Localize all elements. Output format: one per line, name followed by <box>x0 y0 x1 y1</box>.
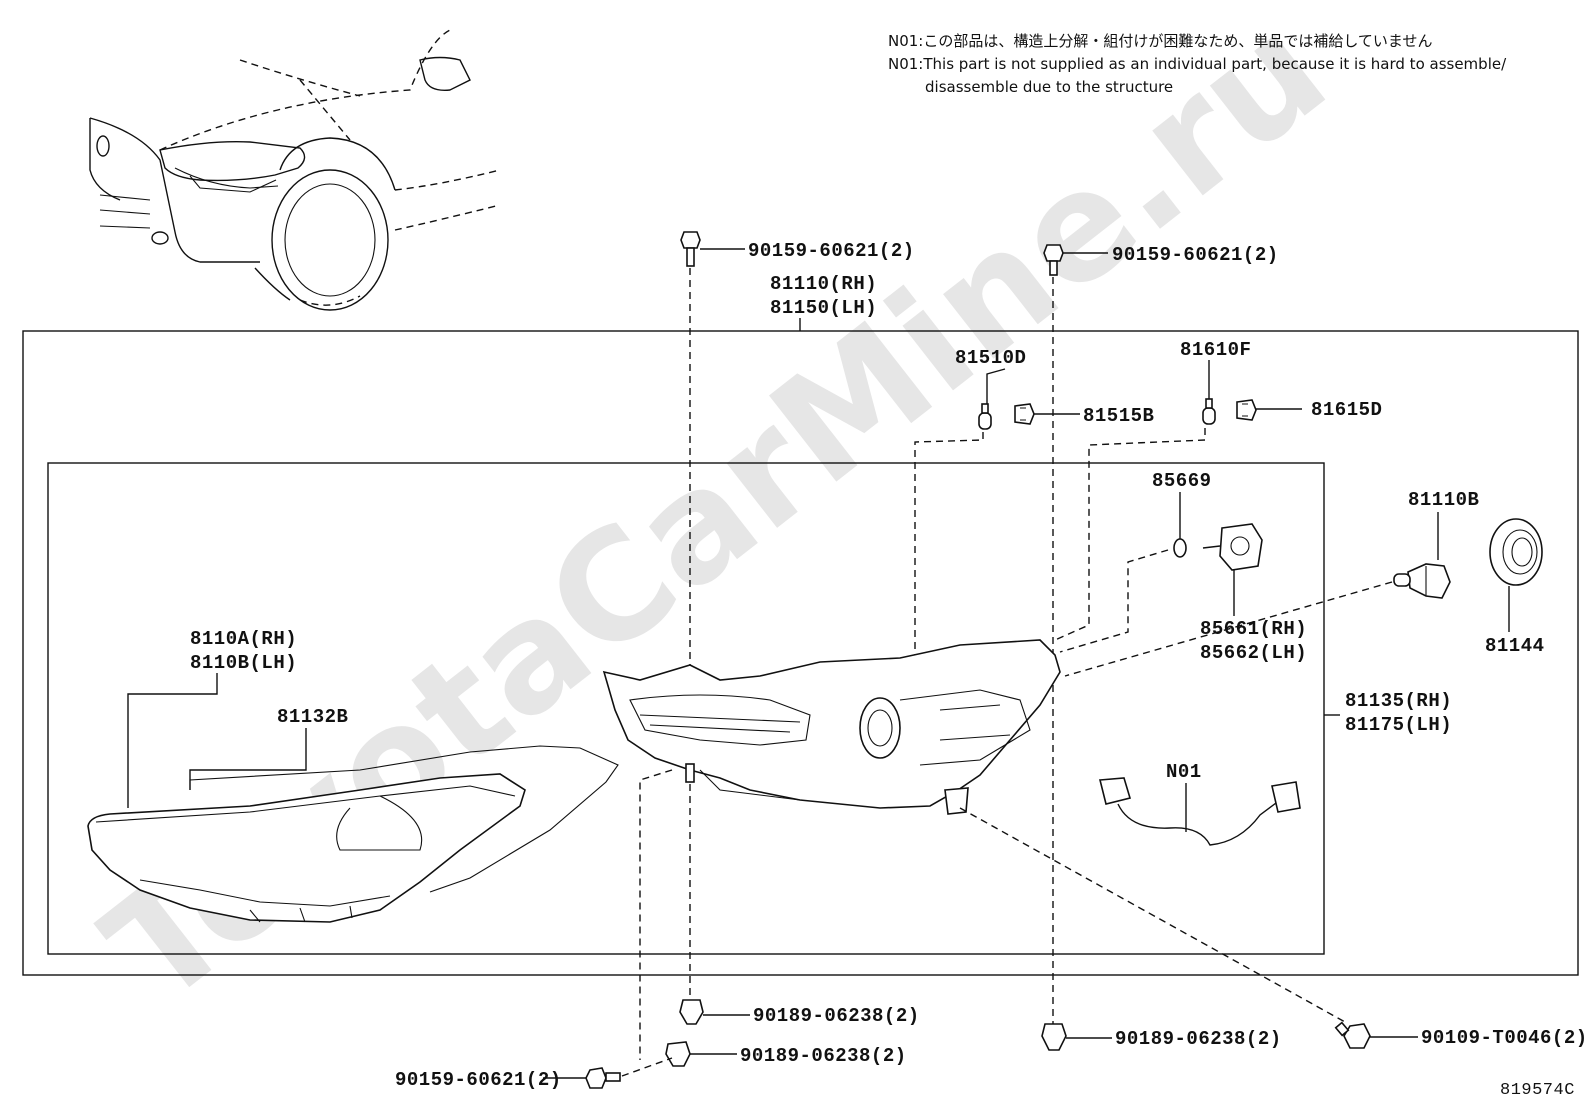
note-en-line1: N01:This part is not supplied as an indi… <box>888 55 1507 73</box>
headlamp-lens-illustration <box>87 745 619 923</box>
label-81510D: 81510D <box>955 347 1026 369</box>
note-en-line2: disassemble due to the structure <box>925 78 1173 96</box>
label-81132B: 81132B <box>277 706 348 728</box>
label-lens-lh: 8110B(LH) <box>190 652 297 674</box>
label-85662: 85662(LH) <box>1200 642 1307 664</box>
socket-icon <box>1236 399 1257 421</box>
label-bolt-top-left: 90159-60621(2) <box>748 240 915 262</box>
headlamp-housing-illustration <box>602 639 1061 815</box>
socket-icon <box>1014 403 1035 425</box>
clip-icon <box>665 1041 691 1067</box>
bulb-icon <box>1202 398 1216 425</box>
label-clip-a: 90189-06238(2) <box>753 1005 920 1027</box>
screw-icon <box>1334 1021 1371 1049</box>
label-housing-lh: 81175(LH) <box>1345 714 1452 736</box>
bolt-icon <box>1043 244 1064 276</box>
o-ring-icon <box>1173 538 1187 558</box>
label-bolt-bottom: 90159-60621(2) <box>395 1069 562 1091</box>
label-85669: 85669 <box>1152 470 1212 492</box>
housing-subframe <box>47 462 1325 955</box>
label-81615D: 81615D <box>1311 399 1382 421</box>
bolt-icon <box>680 231 701 267</box>
label-81515B: 81515B <box>1083 405 1154 427</box>
label-assy-lh: 81150(LH) <box>770 297 877 319</box>
label-n01: N01 <box>1166 761 1202 783</box>
clip-icon <box>1041 1023 1067 1051</box>
label-81610F: 81610F <box>1180 339 1251 361</box>
label-85661: 85661(RH) <box>1200 618 1307 640</box>
leveling-motor-icon <box>1202 523 1263 571</box>
label-81110B: 81110B <box>1408 489 1479 511</box>
label-81144: 81144 <box>1485 635 1545 657</box>
rubber-cap-icon <box>1489 518 1543 586</box>
wire-harness-icon <box>1098 777 1301 846</box>
label-bolt-top-right: 90159-60621(2) <box>1112 244 1279 266</box>
label-housing-rh: 81135(RH) <box>1345 690 1452 712</box>
bulb-icon <box>978 403 992 430</box>
figure-id: 819574C <box>1500 1081 1575 1099</box>
label-clip-b: 90189-06238(2) <box>740 1045 907 1067</box>
vehicle-front-illustration <box>89 29 501 311</box>
label-screw-bottom: 90109-T0046(2) <box>1421 1027 1588 1049</box>
halogen-bulb-icon <box>1393 563 1451 599</box>
label-assy-rh: 81110(RH) <box>770 273 877 295</box>
label-clip-c: 90189-06238(2) <box>1115 1028 1282 1050</box>
bolt-icon <box>585 1067 621 1089</box>
clip-icon <box>679 999 704 1025</box>
label-lens-rh: 8110A(RH) <box>190 628 297 650</box>
note-jp: N01:この部品は、構造上分解・組付けが困難なため、単品では補給していません <box>888 32 1432 50</box>
